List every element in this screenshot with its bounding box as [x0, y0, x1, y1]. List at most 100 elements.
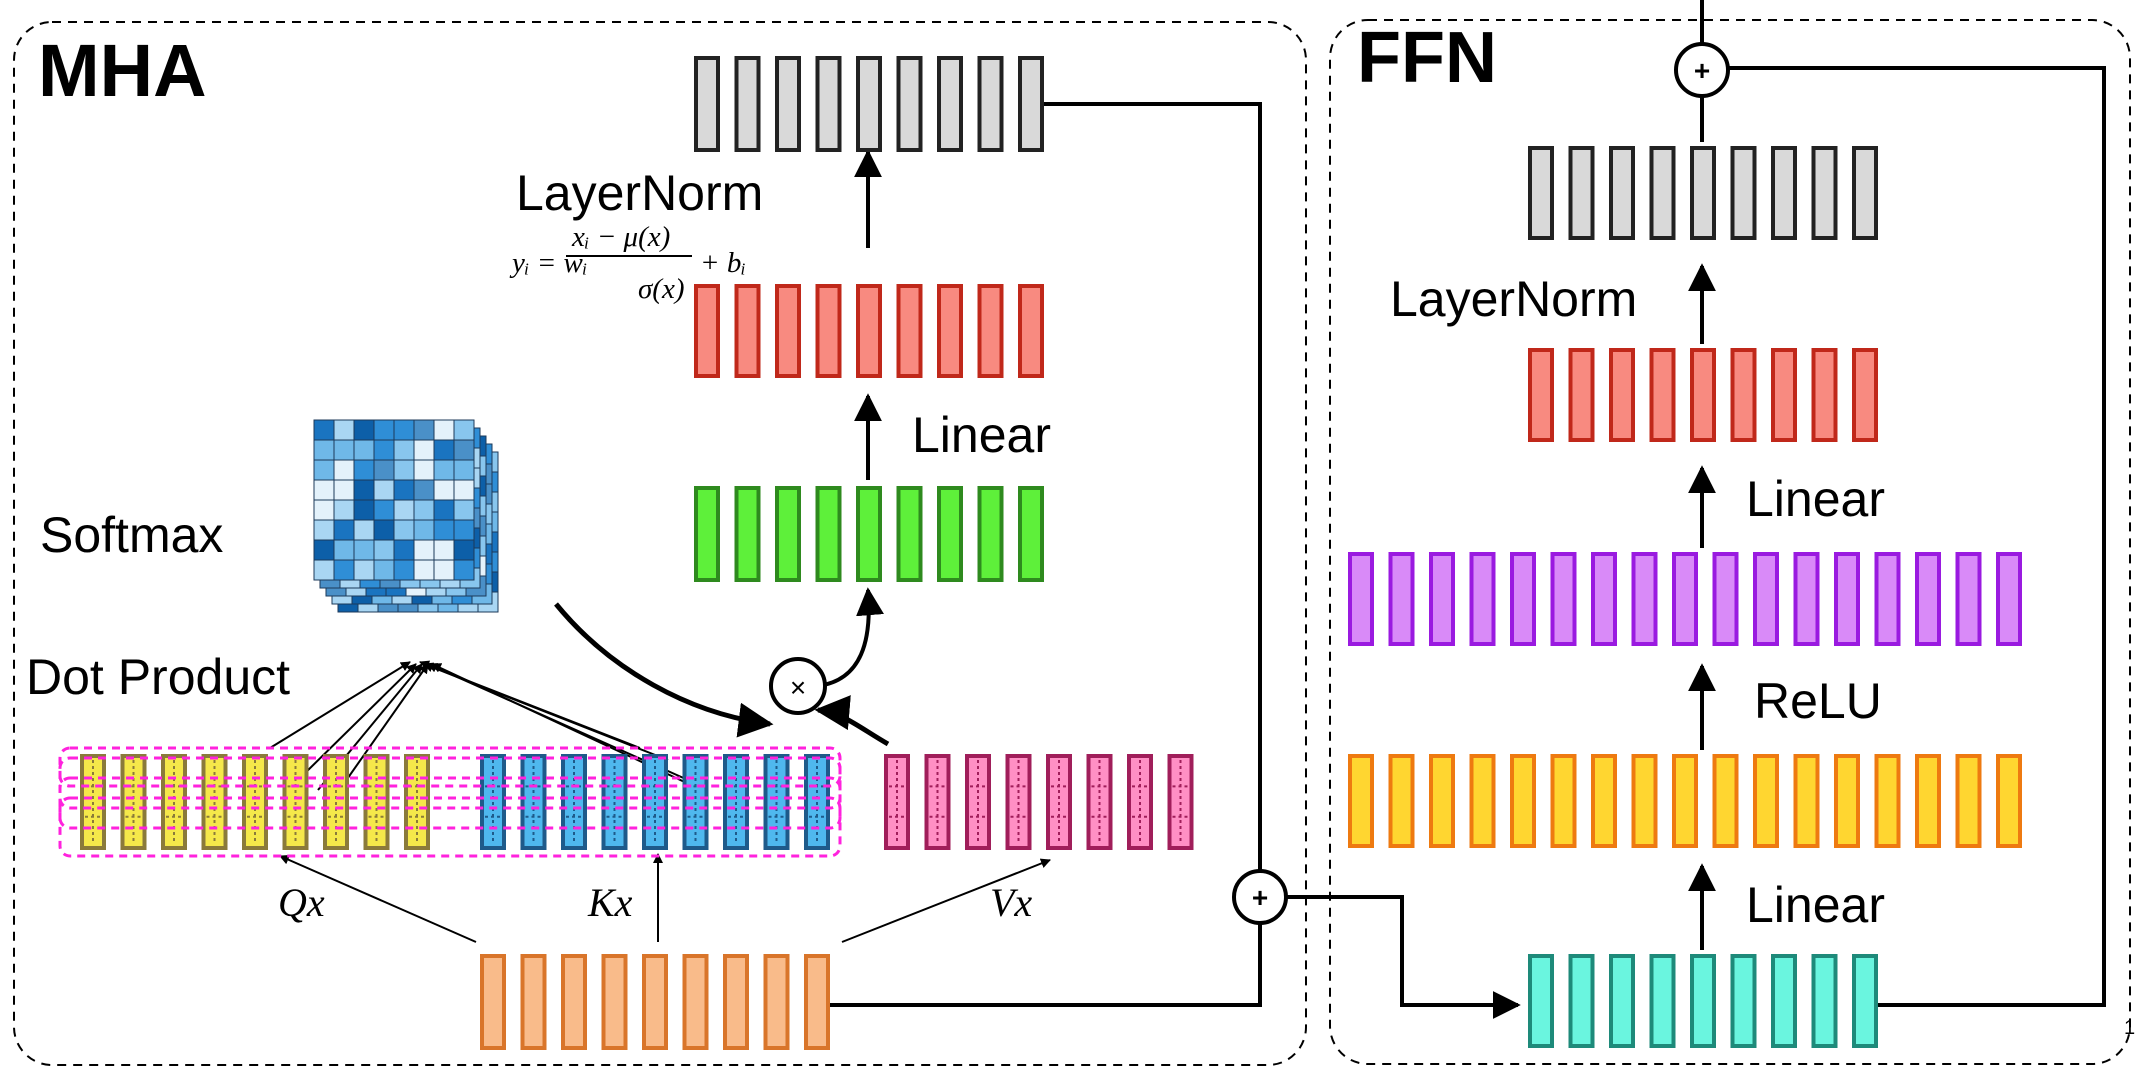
mha-layernorm-red-bar — [1018, 284, 1044, 378]
multiply-operator: × — [769, 657, 827, 715]
mha-linear-green-bar — [1018, 486, 1044, 582]
mha-input-orange-bar — [561, 954, 587, 1050]
mha-layernorm-red-bar — [815, 284, 842, 378]
mha-input-orange — [480, 954, 830, 1050]
ffn-hidden-gold-bar — [1550, 754, 1577, 848]
ffn-hidden-purple — [1348, 552, 2022, 646]
ffn-hidden-purple-bar — [1753, 552, 1779, 646]
ffn-hidden-purple-bar — [1631, 552, 1658, 646]
ffn-hidden-gold-bar — [1510, 754, 1536, 848]
ffn-connectors — [1688, 0, 2106, 1007]
key-vectors — [480, 754, 830, 850]
svg-text:+: + — [1252, 882, 1268, 913]
ffn-output-gray-bar — [1811, 146, 1838, 240]
ffn-hidden-gold-bar — [1631, 754, 1658, 848]
value-vectors — [884, 754, 1194, 850]
ffn-hidden-gold-bar — [1793, 754, 1820, 848]
query-label: Qx — [278, 880, 325, 925]
mha-output-gray-bar — [977, 56, 1004, 152]
ffn-layernorm-red-bar — [1730, 348, 1757, 442]
ffn-hidden-purple-bar — [1550, 552, 1577, 646]
ffn-input-teal-bar — [1690, 954, 1716, 1048]
mha-linear-green-bar — [694, 486, 720, 582]
ffn-hidden-purple-bar — [1388, 552, 1415, 646]
svg-text:yᵢ = wᵢ: yᵢ = wᵢ — [509, 247, 587, 279]
ffn-hidden-purple-bar — [1672, 552, 1698, 646]
mha-output-gray-bar — [694, 56, 720, 152]
layernorm-formula: yᵢ = wᵢ xᵢ − μ(x) σ(x) + bᵢ — [509, 221, 746, 305]
mha-linear-green-bar — [937, 486, 963, 582]
mha-residual-add-operator: + — [1232, 869, 1288, 925]
ffn-title: FFN — [1357, 18, 1497, 98]
ffn-output-gray — [1528, 146, 1878, 240]
mha-linear-green — [694, 486, 1044, 582]
svg-text:+: + — [1694, 55, 1710, 86]
ffn-hidden-purple-bar — [1429, 552, 1455, 646]
mha-linear-green-bar — [856, 486, 882, 582]
mha-panel-border — [13, 21, 1307, 1066]
ffn-output-gray-bar — [1852, 146, 1878, 240]
ffn-layernorm-red — [1528, 348, 1878, 442]
mha-input-orange-bar — [763, 954, 790, 1050]
svg-text:xᵢ − μ(x): xᵢ − μ(x) — [571, 221, 670, 253]
ffn-hidden-purple-bar — [1874, 552, 1901, 646]
ffn-hidden-purple-bar — [1834, 552, 1860, 646]
svg-text:×: × — [790, 672, 806, 703]
ffn-layernorm-red-bar — [1609, 348, 1635, 442]
mha-layernorm-red-bar — [937, 284, 963, 378]
mha-output-gray-bar — [734, 56, 761, 152]
ffn-layernorm-red-bar — [1771, 348, 1797, 442]
page-number: 1 — [2124, 1017, 2135, 1039]
query-vectors — [80, 754, 430, 850]
softmax-label: Softmax — [40, 507, 223, 563]
mha-input-orange-bar — [682, 954, 709, 1050]
mha-layernorm-red-bar — [977, 284, 1004, 378]
ffn-input-teal-bar — [1771, 954, 1797, 1048]
mha-output-gray-bar — [1018, 56, 1044, 152]
ffn-layernorm-red-bar — [1568, 348, 1595, 442]
ffn-hidden-purple-bar — [1469, 552, 1496, 646]
ffn-input-teal-bar — [1568, 954, 1595, 1048]
mha-linear-green-bar — [734, 486, 761, 582]
head-dashed-outlines — [58, 746, 842, 858]
mha-input-orange-bar — [642, 954, 668, 1050]
mha-layernorm-red-bar — [775, 284, 801, 378]
key-label: Kx — [587, 880, 633, 925]
ffn-input-teal-bar — [1730, 954, 1757, 1048]
mha-output-gray-bar — [815, 56, 842, 152]
ffn-residual-add-operator: + — [1674, 42, 1730, 98]
ffn-panel-border — [1329, 19, 2131, 1065]
ffn-output-gray-bar — [1649, 146, 1676, 240]
ffn-hidden-gold-bar — [1388, 754, 1415, 848]
mha-layernorm-red-bar — [896, 284, 923, 378]
value-label: Vx — [990, 880, 1032, 925]
ffn-hidden-gold-bar — [1672, 754, 1698, 848]
mha-linear-green-bar — [775, 486, 801, 582]
ffn-output-gray-bar — [1568, 146, 1595, 240]
mha-layernorm-red-bar — [734, 284, 761, 378]
ffn-input-teal-bar — [1528, 954, 1554, 1048]
ffn-output-gray-bar — [1528, 146, 1554, 240]
ffn-layernorm-red-bar — [1852, 348, 1878, 442]
relu-label: ReLU — [1754, 673, 1882, 729]
mha-layernorm-red — [694, 284, 1044, 378]
ffn-hidden-purple-bar — [1348, 552, 1374, 646]
mha-linear-green-bar — [977, 486, 1004, 582]
ffn-output-gray-bar — [1730, 146, 1757, 240]
ffn-hidden-gold-bar — [1591, 754, 1617, 848]
ffn-hidden-purple-bar — [1915, 552, 1941, 646]
mha-input-orange-bar — [601, 954, 628, 1050]
ffn-layernorm-red-bar — [1649, 348, 1676, 442]
ffn-linear-top-label: Linear — [1746, 471, 1885, 527]
svg-text:σ(x): σ(x) — [638, 273, 685, 305]
mha-layernorm-red-bar — [694, 284, 720, 378]
ffn-hidden-purple-bar — [1591, 552, 1617, 646]
ffn-hidden-gold — [1348, 754, 2022, 848]
ffn-hidden-gold-bar — [1955, 754, 1982, 848]
ffn-hidden-purple-bar — [1955, 552, 1982, 646]
ffn-output-gray-bar — [1771, 146, 1797, 240]
ffn-layernorm-label: LayerNorm — [1390, 271, 1637, 327]
ffn-layernorm-red-bar — [1811, 348, 1838, 442]
